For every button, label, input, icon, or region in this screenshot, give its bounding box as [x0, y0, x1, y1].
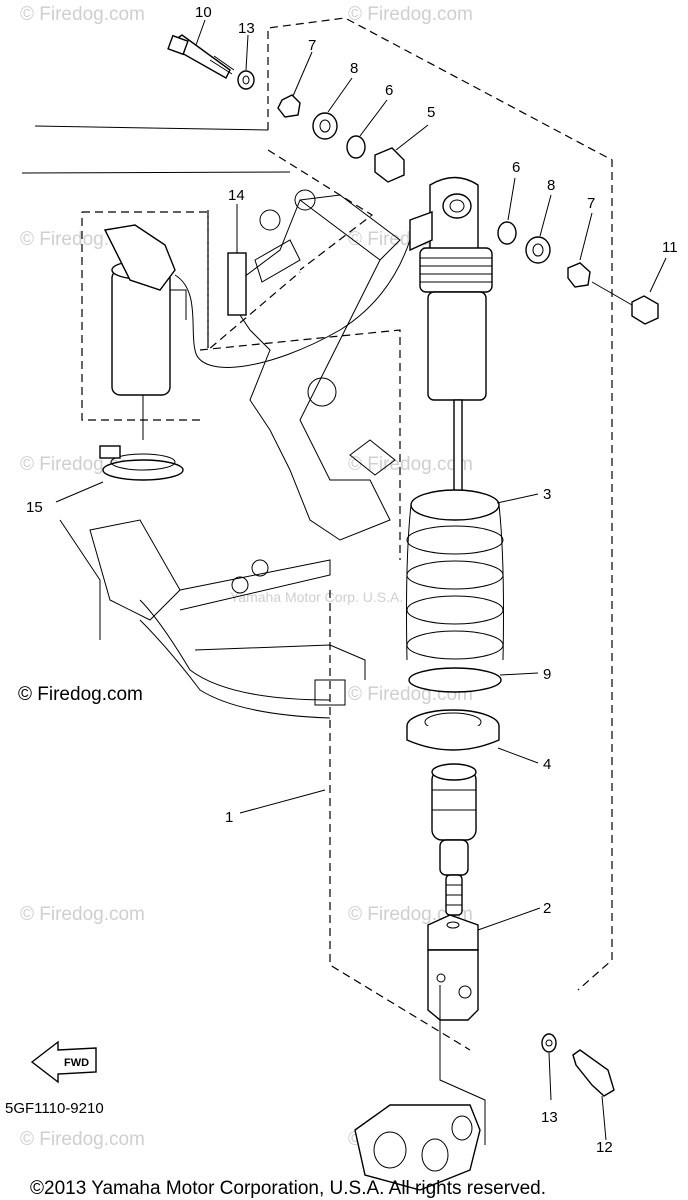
hardware: [167, 34, 659, 1097]
label-plate: [227, 252, 247, 316]
bolt-12: [572, 1049, 615, 1097]
callout-4: 4: [543, 756, 551, 773]
callout-7-top: 7: [308, 37, 316, 54]
callout-11: 11: [662, 239, 678, 256]
callout-2: 2: [543, 900, 551, 917]
washer-13-top: [237, 70, 255, 90]
seal-8-right: [525, 236, 551, 264]
bump-stop: [431, 763, 477, 916]
nut-11: [631, 295, 659, 325]
collar-7-right: [567, 262, 591, 288]
frame-boundary: [199, 210, 401, 560]
center-watermark: Yamaha Motor Corp. U.S.A.: [230, 589, 403, 605]
oring-6-top: [346, 135, 366, 159]
frame-sketch: [21, 125, 401, 719]
callout-8-top: 8: [350, 60, 358, 77]
part-number-code: 5GF1110-9210: [5, 1100, 104, 1117]
firedog-logo-text: © Firedog.com: [18, 684, 143, 705]
callout-6-top: 6: [385, 82, 393, 99]
assembly-boundary: [267, 17, 613, 1051]
callout-8-right: 8: [547, 177, 555, 194]
callout-1: 1: [225, 809, 233, 826]
spring-assembly: [406, 489, 504, 693]
callout-15: 15: [26, 499, 43, 516]
reservoir-cap: [103, 224, 176, 291]
watermark-text: © Firedog.com: [20, 1129, 145, 1150]
callout-9: 9: [543, 666, 551, 683]
callout-5: 5: [427, 104, 435, 121]
callout-14: 14: [228, 187, 245, 204]
watermark-text: © Firedog.com: [348, 454, 473, 475]
callout-3: 3: [543, 486, 551, 503]
watermark-text: © Firedog.com: [348, 4, 473, 25]
spring-seat: [410, 489, 500, 521]
watermark-text: © Firedog.com: [20, 904, 145, 925]
callout-12: 12: [596, 1139, 613, 1156]
reservoir-assembly: [99, 224, 411, 481]
spring-nut: [406, 709, 500, 751]
relay-arm: [354, 1104, 481, 1191]
fwd-arrow-icon: FWD: [30, 1040, 97, 1084]
callout-7-right: 7: [587, 195, 595, 212]
copyright-notice: ©2013 Yamaha Motor Corporation, U.S.A. A…: [30, 1178, 546, 1199]
callout-13-bottom: 13: [541, 1109, 558, 1126]
leader-lines: [55, 19, 667, 1141]
callout-10: 10: [195, 4, 212, 21]
seal-8-top: [312, 112, 338, 140]
fwd-label: FWD: [64, 1057, 89, 1069]
callouts: 10 13 7 8 6 5 6 8 7 11 14 15 3 9 4 1 2 1…: [26, 4, 678, 1156]
lower-clevis: [427, 914, 486, 1145]
spring-guide: [408, 667, 502, 693]
reservoir-boundary: [81, 211, 209, 421]
callout-6-right: 6: [512, 159, 520, 176]
washer-13-bottom: [541, 1033, 557, 1053]
watermark-text: © Firedog.com: [20, 4, 145, 25]
shock-absorber-top: [409, 176, 493, 511]
bushing-5: [374, 147, 405, 183]
callout-13-top: 13: [238, 20, 255, 37]
collar-7-top: [277, 94, 301, 118]
oring-6-right: [497, 221, 517, 245]
